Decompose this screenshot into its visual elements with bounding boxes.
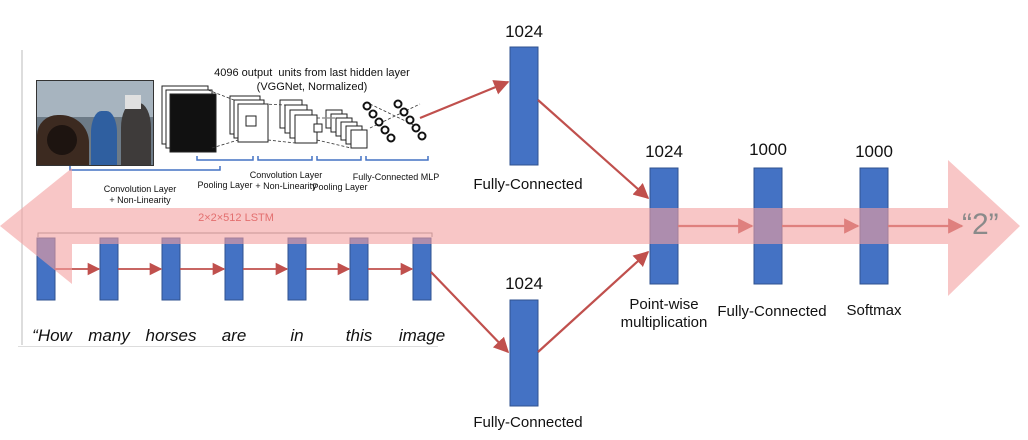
cnn-brackets xyxy=(69,156,429,171)
question-word: are xyxy=(221,326,247,345)
conv-layer-2-label: Convolution Layer + Non-Linearity xyxy=(249,170,323,191)
question-word: this xyxy=(345,326,373,345)
softmax-label: Softmax xyxy=(846,302,902,319)
cnn-output-caption: 4096 output units from last hidden layer… xyxy=(214,67,410,93)
pooling-layer-label: Pooling Layer xyxy=(197,180,253,190)
question-word: “How xyxy=(32,326,72,345)
question-word: in xyxy=(290,326,304,345)
mlp-label: Fully-Connected MLP xyxy=(352,172,440,182)
question-fc-size: 1024 xyxy=(505,274,543,293)
overlay-band xyxy=(0,160,1020,296)
question-word: horses xyxy=(145,326,197,345)
image-fc-size: 1024 xyxy=(505,22,543,41)
answer-label: “2” xyxy=(962,208,999,241)
input-photo xyxy=(36,80,154,166)
question-word: image xyxy=(398,326,446,345)
pointwise-size: 1024 xyxy=(645,142,683,161)
question-fc-label: Fully-Connected xyxy=(473,414,583,431)
softmax-size: 1000 xyxy=(855,142,893,161)
fc-final-label: Fully-Connected xyxy=(717,303,827,320)
lstm-cells xyxy=(36,237,432,301)
question-fc-block xyxy=(509,299,539,407)
pooling-layer-2-label: Pooling Layer xyxy=(312,182,368,192)
lstm-label: 2×2×512 LSTM xyxy=(198,212,274,224)
pointwise-label: Point-wise multiplication xyxy=(620,296,708,331)
image-fc-block xyxy=(509,46,539,166)
fc-final-size: 1000 xyxy=(749,140,787,159)
mlp-neurons xyxy=(362,99,427,143)
cnn-feature-maps xyxy=(161,85,368,153)
bottom-divider xyxy=(18,346,438,347)
conv-layer-label: Convolution Layer + Non-Linearity xyxy=(103,184,177,205)
question-word: many xyxy=(88,326,130,345)
image-fc-label: Fully-Connected xyxy=(473,176,583,193)
